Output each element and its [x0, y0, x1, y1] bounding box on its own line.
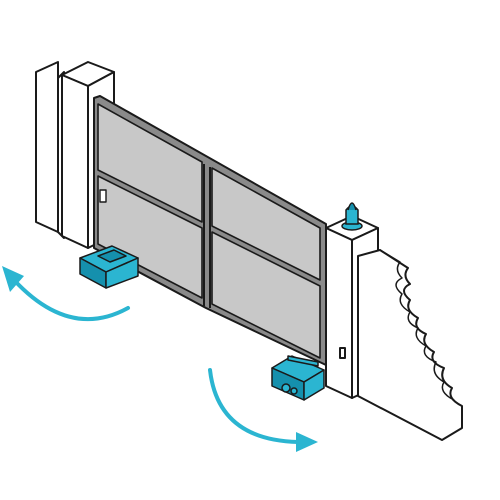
- gate-handle: [99, 189, 107, 203]
- left-motor-cap: [97, 249, 127, 263]
- right-motor-bolt-1: [281, 383, 291, 393]
- right-motor-bracket: [287, 355, 319, 367]
- left-arrow-path: [12, 278, 130, 322]
- flashing-warning-lamp-icon: [341, 202, 363, 231]
- right-motor-front: [303, 369, 325, 401]
- left-leaf-top-panel: [97, 103, 203, 223]
- curved-arrow-open-left-icon: [12, 278, 130, 322]
- right-wall: [357, 249, 463, 441]
- right-arrow-head: [296, 432, 318, 452]
- wall-broken-edge: [379, 249, 455, 401]
- left-pillar-front-left: [61, 74, 89, 249]
- left-leaf-bottom-panel: [97, 175, 203, 299]
- wall-face: [357, 249, 463, 441]
- right-arrow-path: [208, 368, 300, 444]
- right-motor-bolt-2: [290, 387, 298, 395]
- left-motor: [79, 245, 139, 289]
- right-leaf-bottom-panel: [211, 231, 321, 359]
- gate: [93, 95, 327, 366]
- right-leaf-top-panel: [211, 167, 321, 281]
- left-pillar-back: [35, 61, 59, 233]
- right-pillar-front-left: [325, 227, 353, 399]
- right-motor: [271, 355, 325, 401]
- lamp-top: [347, 202, 357, 211]
- right-pillar-lock: [339, 347, 346, 359]
- curved-arrow-open-right-icon: [208, 368, 300, 444]
- left-motor-front: [105, 257, 139, 289]
- left-arrow-head: [2, 266, 24, 292]
